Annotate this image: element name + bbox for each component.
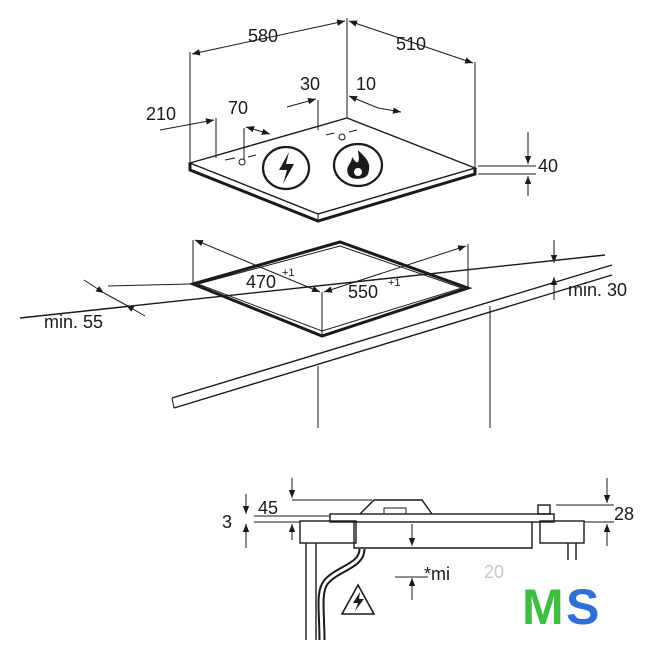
worktop-section-left [299,520,357,544]
ms-logo: M S [522,579,599,635]
control-knob-section [537,504,551,515]
dim-section-3: 3 [222,512,232,532]
control-knob-left [238,158,246,166]
dim-section-hidden: 20 [484,562,504,582]
control-knob-right [338,133,346,141]
dim-470-tolerance: +1 [282,267,295,279]
dim-min-30: min. 30 [568,280,627,300]
dim-580: 580 [248,26,278,46]
dim-40: 40 [538,156,558,176]
hob-isometric [187,117,478,223]
cutout-dimensions: 470 +1 550 +1 min. 30 min. 55 [44,239,627,332]
pan-support [359,499,433,515]
hob-plate-edge [188,163,477,223]
worktop-section-right [539,520,585,544]
dim-section-45: 45 [258,498,278,518]
dim-550: 550 [348,282,378,302]
logo-letter-m: M [522,579,564,635]
gas-flame-icon [332,142,384,188]
dim-min-55: min. 55 [44,312,103,332]
dim-section-min: *mi [424,564,450,584]
dim-470: 470 [246,272,276,292]
dim-210: 210 [146,104,176,124]
dim-30: 30 [300,74,320,94]
logo-letter-s: S [566,579,599,635]
cross-section: 45 3 28 *mi 20 [222,478,634,641]
hob-dimensions: 580 510 30 10 210 70 40 [146,18,558,196]
dim-70: 70 [228,98,248,118]
dim-10: 10 [356,74,376,94]
hob-top-plate [187,117,478,215]
worktop-isometric [19,240,613,428]
dim-section-28: 28 [614,504,634,524]
electric-hazard-warning-icon [340,583,376,615]
dim-510: 510 [396,34,426,54]
dim-550-tolerance: +1 [388,277,401,289]
electric-hotplate-icon [261,145,311,191]
hob-section-plate [329,513,555,523]
hob-section-body [353,522,533,549]
